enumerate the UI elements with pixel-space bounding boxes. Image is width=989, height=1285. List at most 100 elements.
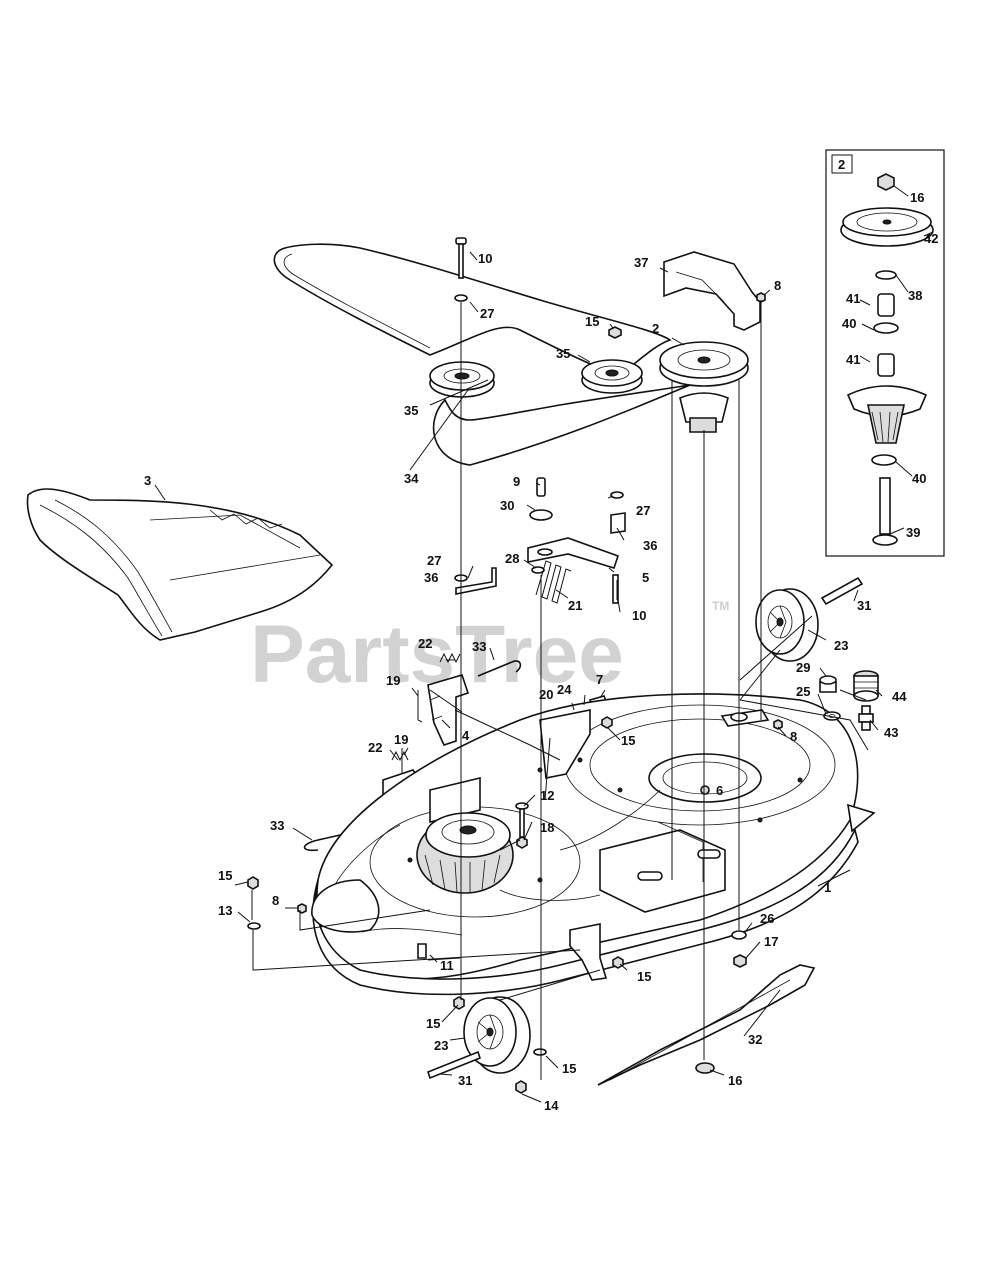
callout-26: 26 — [760, 911, 774, 926]
leader-lines — [154, 251, 883, 1103]
idler-pulley-left — [429, 361, 495, 398]
screw-8-right — [773, 719, 783, 730]
rod-33-lower — [303, 825, 381, 852]
belt-keeper-36 — [455, 567, 497, 595]
screw-8-left — [297, 903, 307, 914]
rod-33-upper — [477, 660, 522, 677]
nut-15-baffle — [612, 956, 624, 969]
callout-31-lower: 31 — [458, 1073, 472, 1088]
callout-19-lower: 19 — [394, 732, 408, 747]
callout-27-right: 27 — [636, 503, 650, 518]
nut-15-left — [247, 876, 259, 890]
callout-15-baffle: 15 — [637, 969, 651, 984]
callouts: 10 27 35 34 3 37 8 15 2 35 9 30 27 36 28… — [144, 190, 938, 1113]
callout-43: 43 — [884, 725, 898, 740]
belt-guard-bracket — [663, 251, 761, 331]
callout-16-blade: 16 — [728, 1073, 742, 1088]
idler-pulley-right — [581, 359, 643, 394]
screw-8-top — [756, 292, 766, 303]
callout-10-right: 10 — [632, 608, 646, 623]
callout-32: 32 — [748, 1032, 762, 1047]
callout-5: 5 — [642, 570, 649, 585]
callout-14: 14 — [544, 1098, 559, 1113]
nut-17 — [733, 954, 747, 968]
callout-3: 3 — [144, 473, 151, 488]
spring-22-upper — [439, 652, 461, 664]
callout-20: 20 — [539, 687, 553, 702]
callout-19-upper: 19 — [386, 673, 400, 688]
baffle — [569, 923, 608, 981]
washer-13 — [247, 922, 261, 930]
callout-27-left: 27 — [427, 553, 441, 568]
callout-6: 6 — [716, 783, 723, 798]
nut-15-top — [608, 326, 622, 339]
washer-25 — [823, 711, 841, 721]
callout-38: 38 — [908, 288, 922, 303]
callout-21: 21 — [568, 598, 582, 613]
idler-arm — [527, 477, 626, 604]
callout-28: 28 — [505, 551, 519, 566]
inset-label: 2 — [838, 157, 845, 172]
inset-border — [825, 149, 945, 557]
callout-7: 7 — [596, 672, 603, 687]
callout-1: 1 — [824, 880, 831, 895]
callout-27-top: 27 — [480, 306, 494, 321]
callout-36-right: 36 — [643, 538, 657, 553]
fitting-43 — [858, 705, 874, 731]
callout-23-lower: 23 — [434, 1038, 448, 1053]
callout-8-left: 8 — [272, 893, 279, 908]
washer-15-bottom — [533, 1048, 547, 1056]
watermark-tm: TM — [712, 599, 729, 613]
callout-16-inset: 16 — [910, 190, 924, 205]
bolt-31-left — [427, 1050, 481, 1080]
nut-14 — [515, 1080, 527, 1094]
nut-18 — [516, 836, 528, 849]
lift-bracket-4 — [427, 674, 470, 746]
callout-33-lower: 33 — [270, 818, 284, 833]
callout-34: 34 — [404, 471, 419, 486]
callout-17: 17 — [764, 934, 778, 949]
hairpin-19-upper — [417, 690, 423, 723]
callout-11: 11 — [440, 958, 454, 973]
callout-8-top: 8 — [774, 278, 781, 293]
callout-22-upper: 22 — [418, 636, 432, 651]
callout-23-upper: 23 — [834, 638, 848, 653]
bolt-10-top — [454, 237, 468, 302]
callout-44: 44 — [892, 689, 907, 704]
belt-outer — [273, 243, 672, 376]
callout-33-upper: 33 — [472, 639, 486, 654]
callout-15-wheel: 15 — [426, 1016, 440, 1031]
bolt-31-right — [820, 576, 864, 606]
callout-9: 9 — [513, 474, 520, 489]
callout-37: 37 — [634, 255, 648, 270]
spring-22-lower — [391, 750, 409, 762]
bolt-11 — [417, 943, 427, 959]
callout-15-left: 15 — [218, 868, 232, 883]
callout-22-lower: 22 — [368, 740, 382, 755]
callout-15-bottom: 15 — [562, 1061, 576, 1076]
callout-13: 13 — [218, 903, 232, 918]
deck-belt — [273, 243, 691, 466]
callout-12: 12 — [540, 788, 554, 803]
gauge-wheel-left — [463, 996, 531, 1074]
callout-41-lower: 41 — [846, 352, 860, 367]
callout-4: 4 — [462, 728, 470, 743]
callout-36-left: 36 — [424, 570, 438, 585]
callout-41-upper: 41 — [846, 291, 860, 306]
washer-26 — [731, 930, 747, 940]
callout-39: 39 — [906, 525, 920, 540]
callout-29: 29 — [796, 660, 810, 675]
callout-25: 25 — [796, 684, 810, 699]
callout-30: 30 — [500, 498, 514, 513]
watermark: PartsTree TM — [250, 599, 729, 700]
callout-35-left: 35 — [404, 403, 418, 418]
spindle-assembly — [659, 341, 749, 433]
callout-18: 18 — [540, 820, 554, 835]
callout-8-right: 8 — [790, 729, 797, 744]
callout-15-deck: 15 — [621, 733, 635, 748]
callout-31-right: 31 — [857, 598, 871, 613]
callout-35-right: 35 — [556, 346, 570, 361]
discharge-chute — [26, 488, 334, 641]
